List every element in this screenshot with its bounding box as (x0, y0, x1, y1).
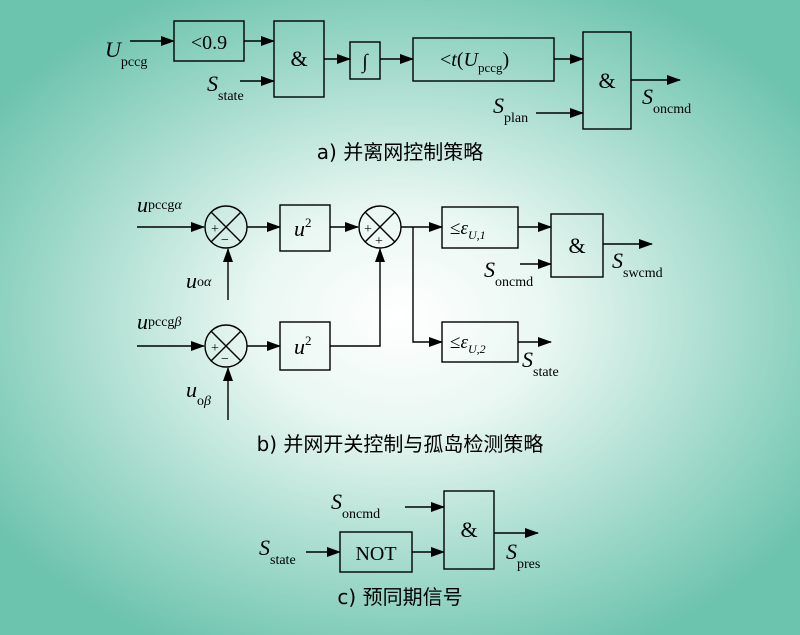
input-s-state-label: Sstate (207, 71, 244, 104)
and-label-b: & (568, 233, 585, 258)
input-u-pccg-alpha-label: upccgα (137, 192, 182, 217)
feedback-uo-beta-label: uoβ (186, 377, 211, 409)
output-s-swcmd-label: Sswcmd (612, 248, 663, 281)
panel-a: Upccg <0.9 Sstate & ∫ <t(Upccg) Splan & … (105, 20, 691, 164)
caption-b: b) 并网开关控制与孤岛检测策略 (257, 432, 544, 456)
input-s-oncmd-c-label: Soncmd (331, 489, 380, 522)
and-label-2: & (598, 68, 615, 93)
integrator-block (349, 41, 381, 80)
input-s-state-c-label: Sstate (259, 535, 296, 568)
input-u-pccg-beta-label: upccgβ (137, 309, 181, 334)
square-block-alpha (279, 204, 331, 252)
and-block-b (550, 213, 604, 278)
output-s-oncmd-label: Soncmd (642, 84, 691, 117)
sign-plus-beta: + (211, 341, 219, 356)
sign-minus-beta: − (221, 352, 229, 367)
feedback-uo-alpha-label: uoα (186, 268, 212, 293)
panel-c: Soncmd Sstate NOT & Spres c) 预同期信号 (259, 489, 540, 609)
threshold-label: <0.9 (191, 32, 227, 54)
and-label-1: & (290, 46, 307, 71)
time-compare-label: <t(Upccg) (440, 49, 509, 75)
sign-minus-alpha: − (221, 233, 229, 248)
output-s-pres-label: Spres (506, 539, 540, 572)
square-label-beta: u2 (294, 333, 312, 359)
wire-square-beta-to-sum2 (330, 248, 385, 347)
panel-b: upccgα + − uoα u2 + + upccgβ + − (137, 192, 663, 456)
compare-label-1: ≤εU,1 (450, 218, 486, 242)
sign-plus-alpha: + (211, 222, 219, 237)
not-label: NOT (355, 543, 396, 565)
sign-plus-total-bottom: + (375, 234, 383, 249)
output-s-state-label: Sstate (522, 347, 559, 380)
compare-label-2: ≤εU,2 (450, 332, 486, 356)
integrator-label: ∫ (360, 51, 369, 74)
and-block-c (443, 490, 495, 570)
square-label-alpha: u2 (294, 215, 312, 241)
caption-c: c) 预同期信号 (337, 585, 462, 609)
sign-plus-total-left: + (364, 222, 372, 237)
input-u-pccg-label: Upccg (105, 37, 147, 70)
input-s-plan-label: Splan (493, 93, 528, 126)
input-s-oncmd-b-label: Soncmd (484, 257, 533, 290)
caption-a: a) 并离网控制策略 (317, 140, 483, 164)
wire-sum2-to-compare2 (412, 227, 443, 347)
and-label-c: & (460, 517, 477, 542)
